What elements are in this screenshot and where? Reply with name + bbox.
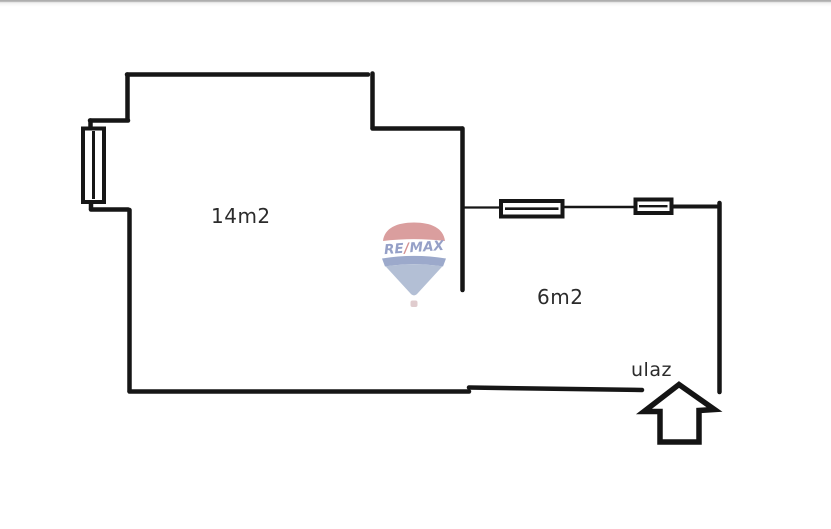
room-label-14m2: 14m2 (211, 204, 271, 228)
balloon-basket (410, 300, 418, 307)
remax-balloon-watermark: RE/MAX (379, 220, 449, 312)
balloon-stripe-blue (382, 255, 446, 267)
entrance-arrow-icon (635, 381, 723, 445)
balloon-dome-red (383, 222, 445, 241)
wall-bottom-right (466, 385, 645, 393)
room-label-6m2: 6m2 (537, 285, 584, 309)
balloon-cone-blue (385, 264, 443, 296)
brand-text-slash: / (402, 240, 411, 257)
remax-brand-text: RE/MAX (384, 238, 445, 258)
entrance-label: ulaz (631, 359, 672, 381)
brand-text-re: RE (384, 241, 405, 258)
walls-group (87, 71, 722, 395)
windows-group (81, 126, 674, 219)
remax-balloon-icon: RE/MAX (382, 222, 446, 307)
top-border-strip (0, 0, 831, 7)
brand-text-max: MAX (409, 238, 445, 256)
